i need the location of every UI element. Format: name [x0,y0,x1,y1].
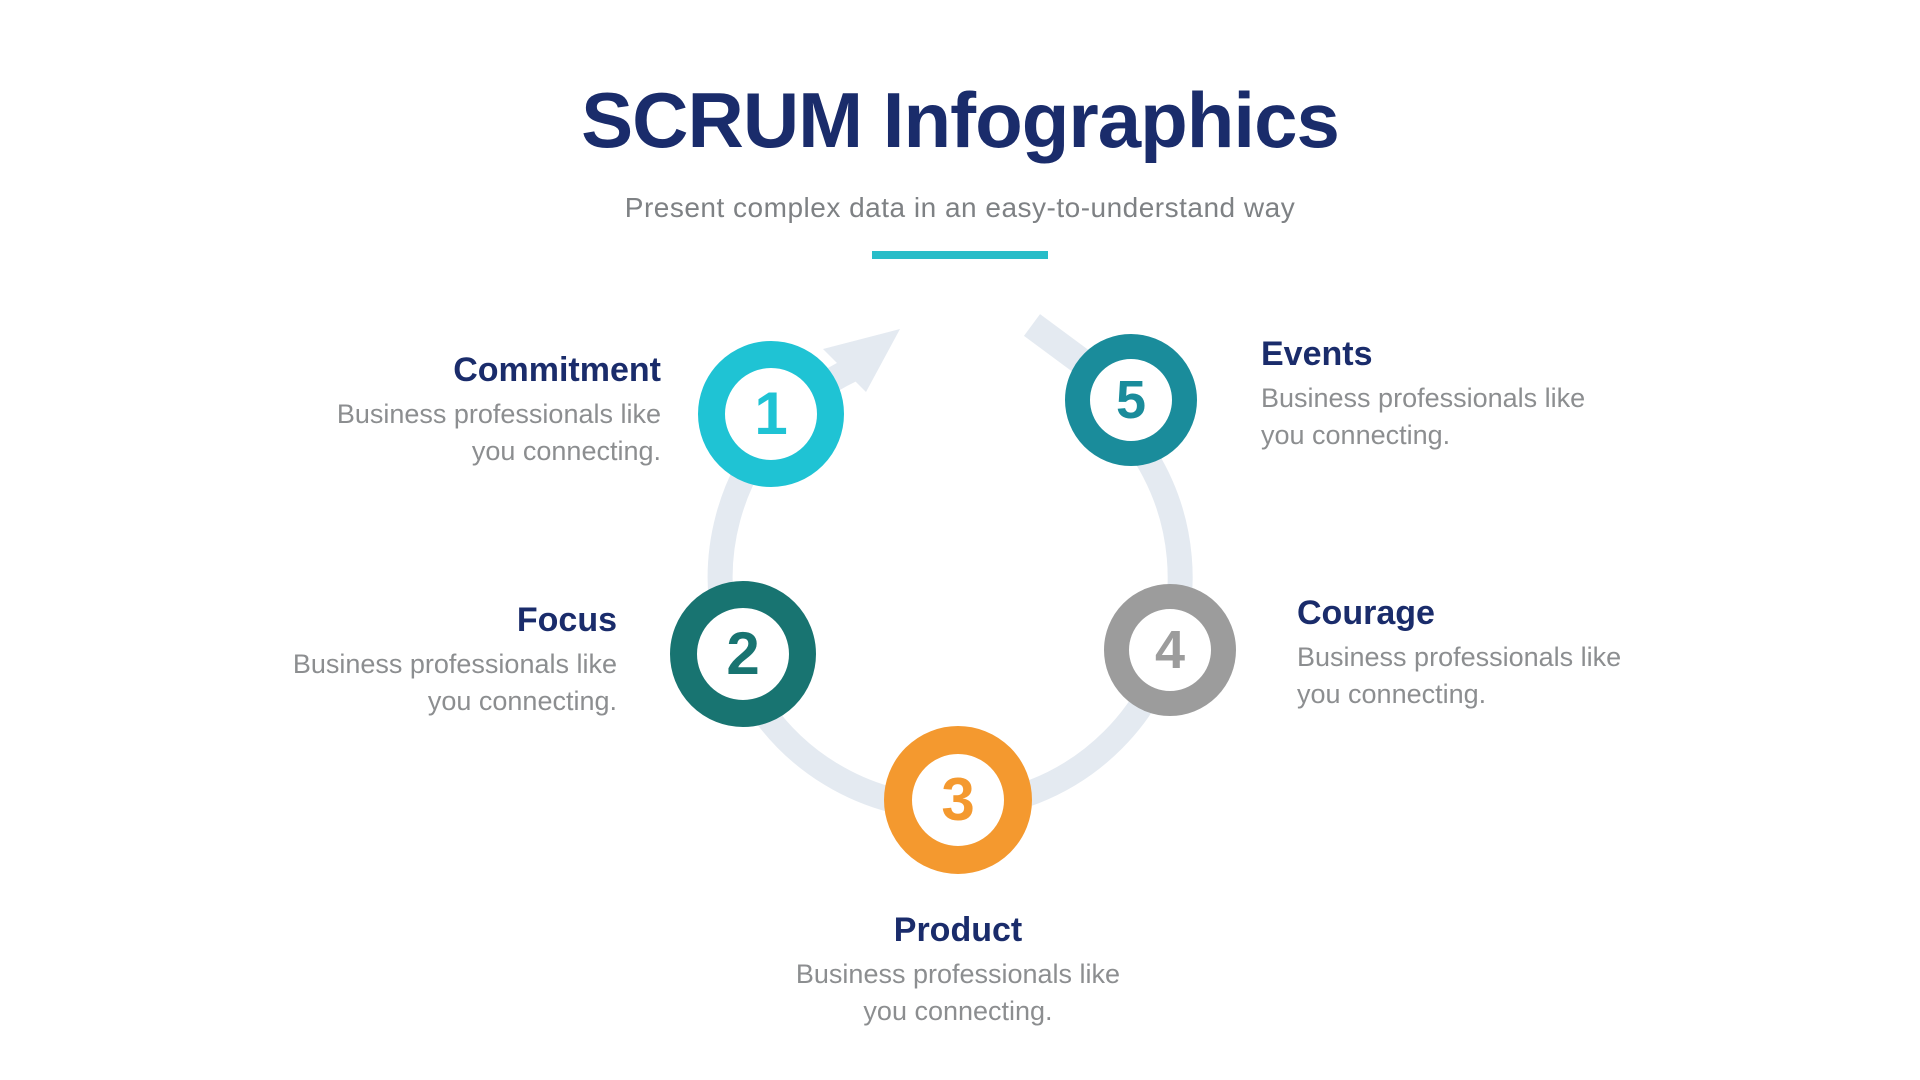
step-description: Business professionals like you connecti… [292,649,617,716]
step-number-2: 2 [726,620,760,687]
step-number-5: 5 [1115,370,1147,430]
step-label: Courage [1297,594,1435,632]
step-circle-1: 1 [698,341,844,487]
step-label: Focus [516,601,617,639]
step-number-3: 3 [941,766,975,833]
page-title: SCRUM Infographics [581,76,1340,164]
step-text-focus: Focus Business professionals like you co… [247,600,617,720]
step-description: Business professionals like you connecti… [336,399,661,466]
page-subtitle: Present complex data in an easy-to-under… [624,192,1296,223]
step-description: Business professionals like you connecti… [1261,383,1586,450]
step-circle-2: 2 [670,581,816,727]
step-circle-3: 3 [884,726,1032,874]
step-text-events: Events Business professionals like you c… [1261,334,1631,454]
step-text-commitment: Commitment Business professionals like y… [291,350,661,470]
title-divider [872,251,1048,259]
step-text-product: Product Business professionals like you … [773,910,1143,1030]
step-description: Business professionals like you connecti… [1297,642,1622,709]
step-circle-5: 5 [1065,334,1197,466]
step-number-1: 1 [754,380,788,447]
cycle-arrow-tail [1023,314,1091,373]
step-label: Commitment [453,351,661,389]
step-description: Business professionals like you connecti… [795,959,1121,1026]
step-circle-4: 4 [1104,584,1236,716]
step-label: Events [1261,335,1373,373]
step-text-courage: Courage Business professionals like you … [1297,593,1667,713]
step-label: Product [893,911,1023,949]
step-number-4: 4 [1154,620,1186,680]
